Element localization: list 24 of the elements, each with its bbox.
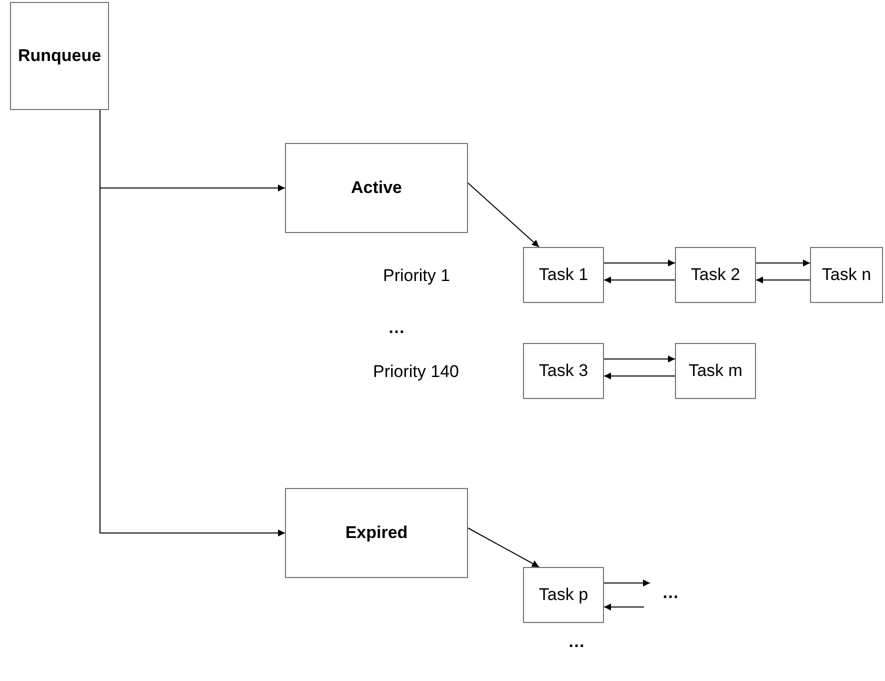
box: Task 1 (523, 247, 604, 303)
box: Runqueue (10, 2, 109, 110)
box: Task 3 (523, 343, 604, 399)
box: Task n (810, 247, 883, 303)
box: Expired (285, 488, 468, 578)
ellipsis: … (662, 583, 679, 603)
arrow (604, 580, 650, 586)
arrow (604, 604, 644, 610)
arrow (756, 276, 810, 284)
arrow (756, 260, 810, 266)
arrow (604, 372, 676, 380)
ellipsis: … (568, 632, 585, 652)
box: Active (285, 143, 468, 233)
ellipsis: … (388, 318, 405, 338)
arrow (468, 528, 540, 568)
arrow (468, 182, 540, 248)
box: Task p (523, 567, 604, 623)
arrow (604, 356, 676, 362)
arrow (604, 260, 676, 266)
priority-label: Priority 140 (373, 362, 459, 382)
priority-label: Priority 1 (383, 266, 450, 286)
box: Task m (675, 343, 756, 399)
box: Task 2 (675, 247, 756, 303)
arrow (604, 276, 676, 284)
